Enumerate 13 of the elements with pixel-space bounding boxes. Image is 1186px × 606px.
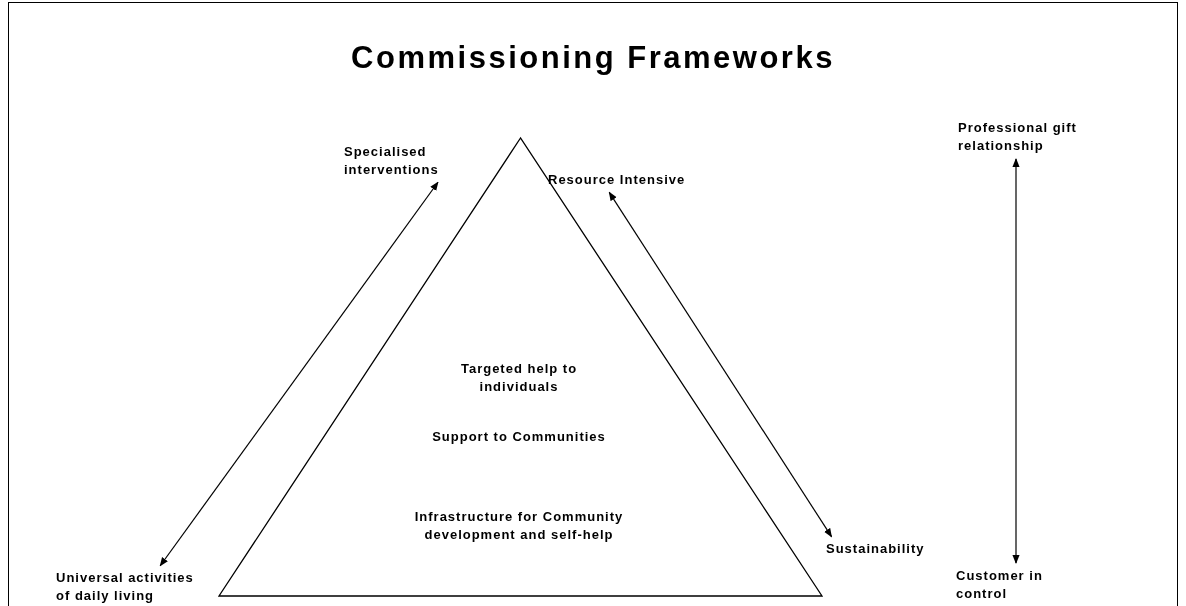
double-arrow — [1012, 158, 1020, 564]
axis-end-label: Universal activities of daily living — [56, 569, 196, 605]
axis-end-label: Sustainability — [826, 540, 966, 558]
triangle-level-label: Targeted help to individuals — [459, 360, 579, 396]
axis-end-label: Resource Intensive — [548, 171, 723, 189]
axis-end-label: Professional gift relationship — [958, 119, 1088, 155]
axis-end-label: Specialised interventions — [344, 143, 484, 179]
title: Commissioning Frameworks — [350, 40, 836, 76]
axis-end-label: Customer in control — [956, 567, 1086, 603]
triangle-level-label: Infrastructure for Community development and self-help — [413, 508, 625, 544]
double-arrow — [159, 181, 439, 567]
triangle-level-label: Support to Communities — [431, 428, 607, 446]
double-arrow — [608, 191, 833, 538]
